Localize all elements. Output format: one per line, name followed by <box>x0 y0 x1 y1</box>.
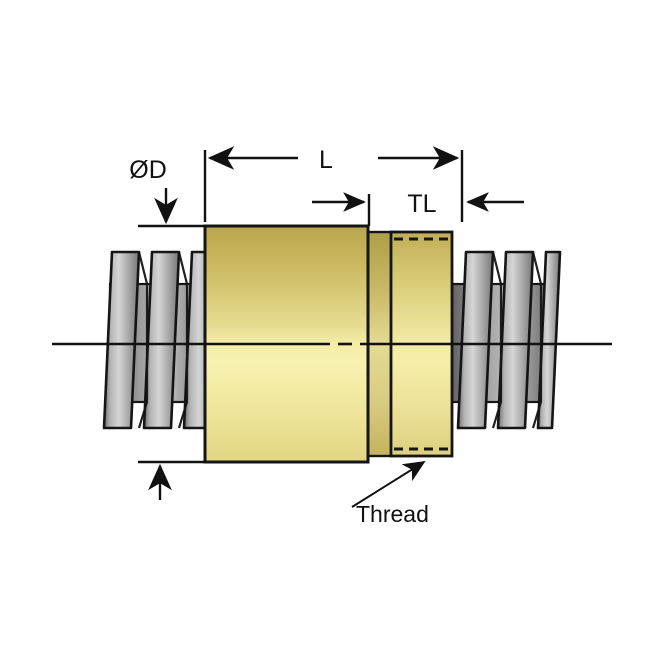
dimension-label-thread-length: TL <box>407 190 436 218</box>
right-screw-shaft <box>450 250 562 430</box>
dimension-thread-length: TL <box>312 190 524 226</box>
dimension-label-diameter: ØD <box>129 156 167 184</box>
dimension-overall-length: L <box>203 146 464 222</box>
right-thread-flight <box>456 250 495 430</box>
callout-label-thread: Thread <box>356 501 429 527</box>
dimension-label-length: L <box>319 146 333 174</box>
left-thread-flight <box>102 250 141 430</box>
thread-leader-line <box>351 461 426 508</box>
callout-thread: Thread <box>351 461 429 527</box>
left-screw-shaft <box>102 250 221 430</box>
dimension-diameter: ØD <box>129 156 206 500</box>
